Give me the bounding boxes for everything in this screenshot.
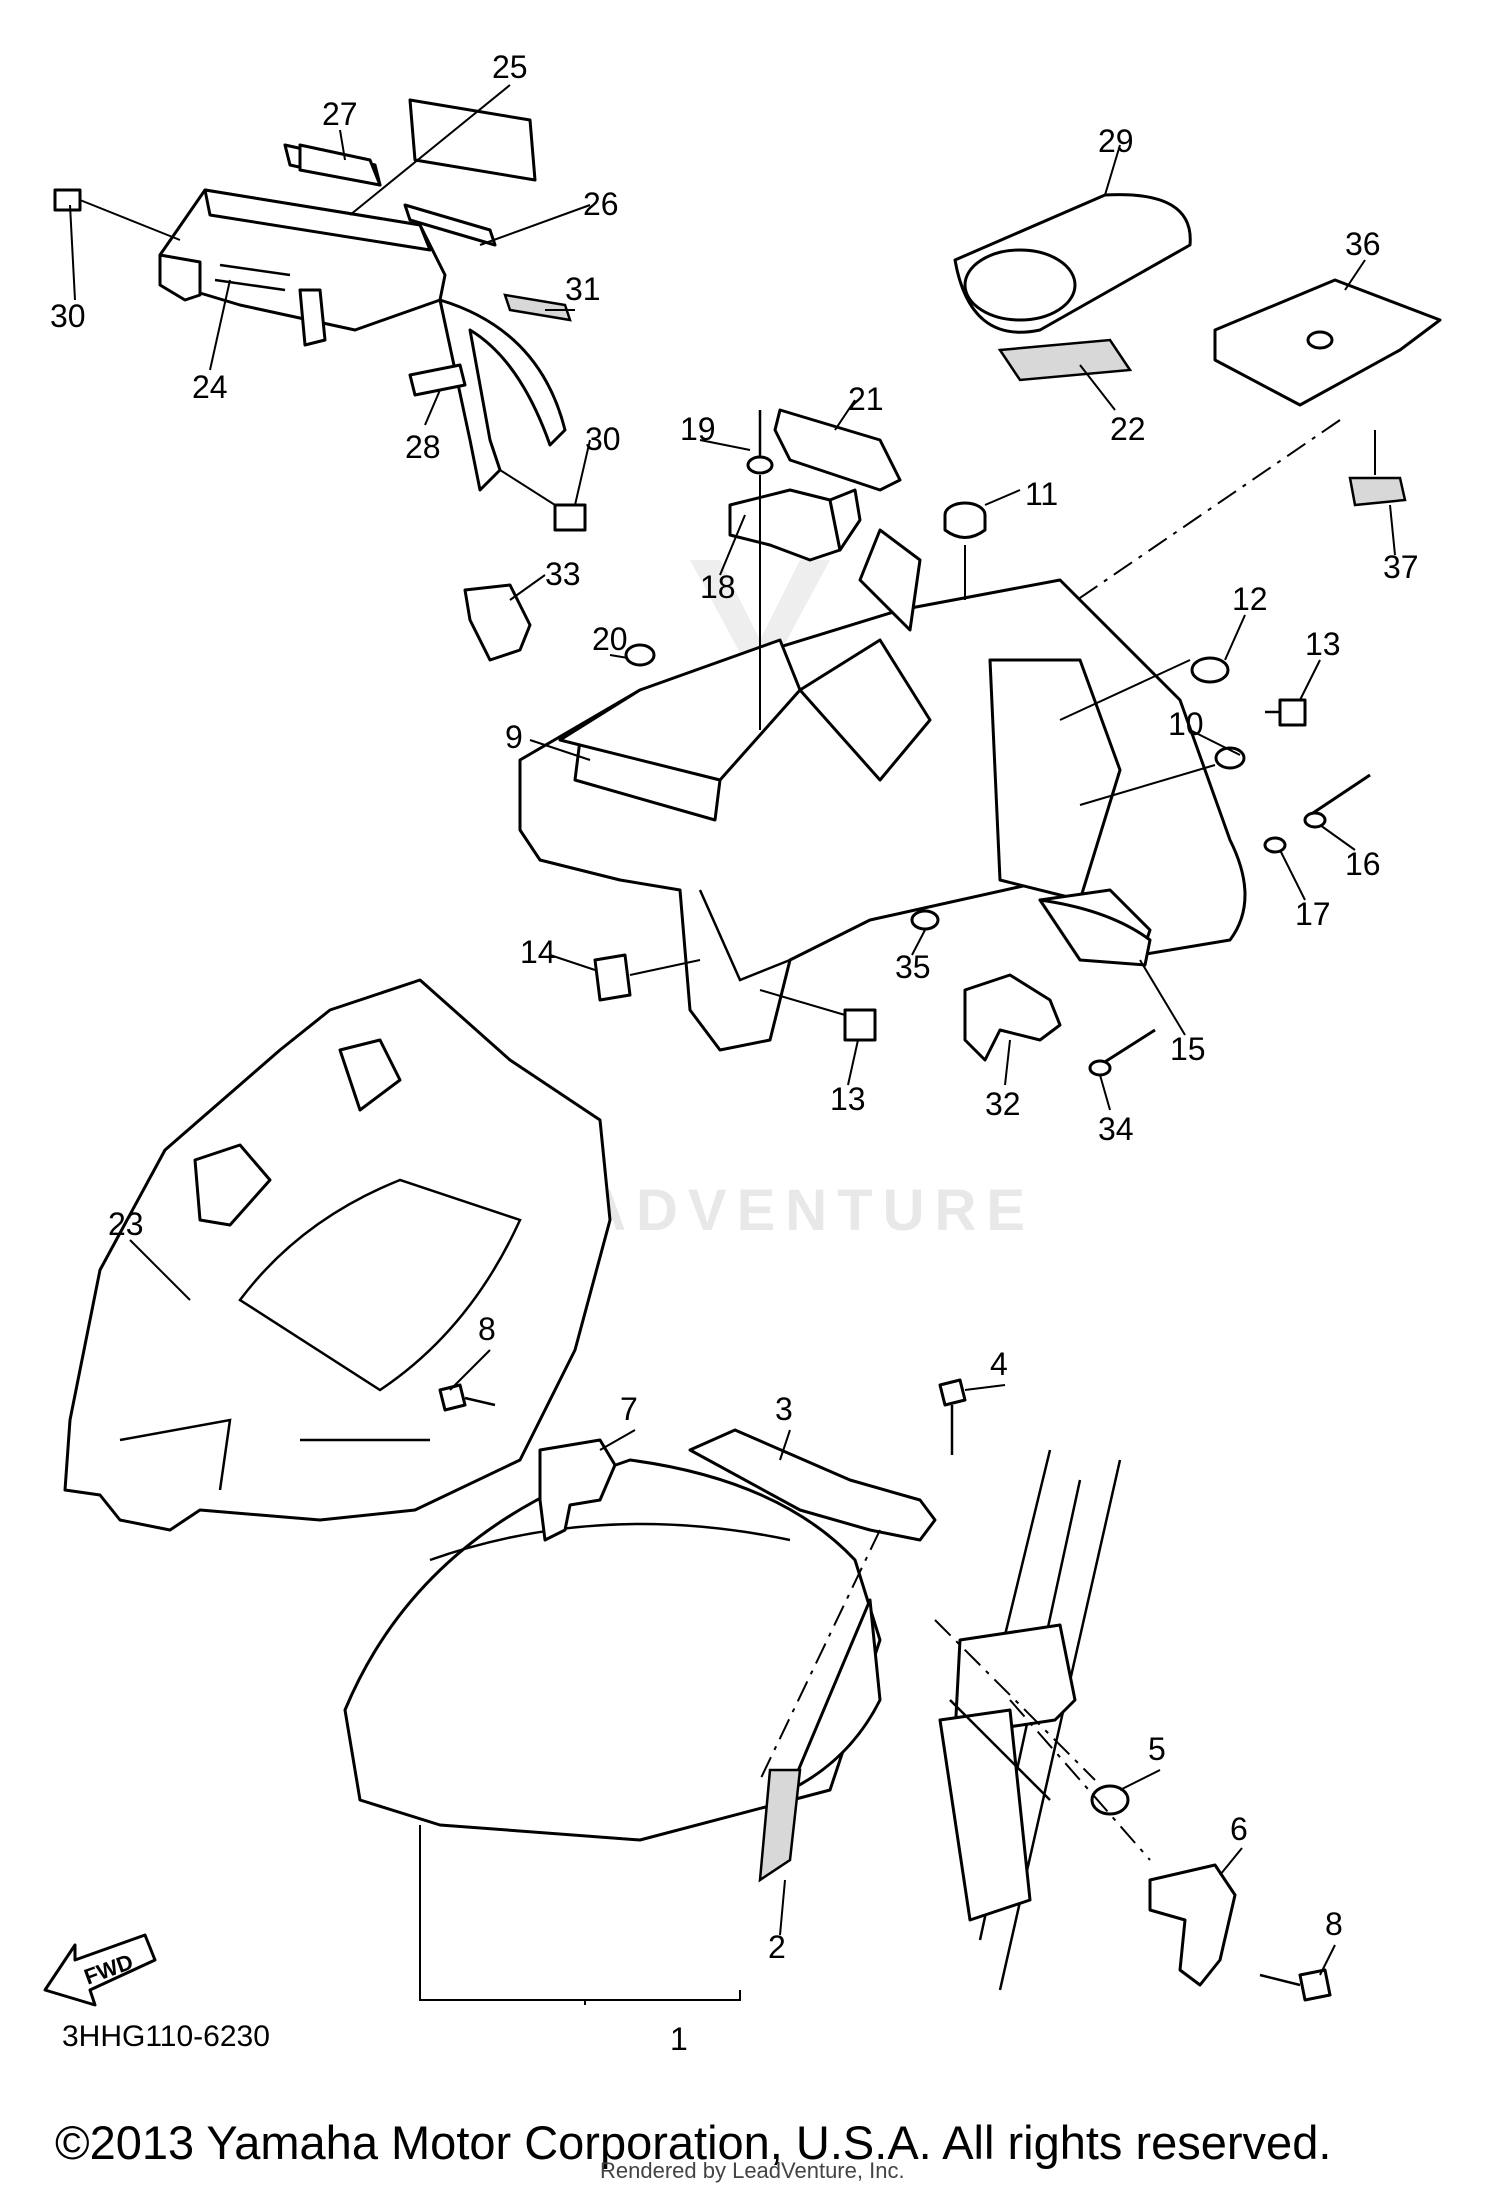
callout-30b: 30 bbox=[585, 421, 621, 457]
callout-14: 14 bbox=[520, 934, 556, 970]
callout-22: 22 bbox=[1110, 411, 1146, 447]
callout-13b: 13 bbox=[830, 1081, 866, 1117]
copyright-notice: ©2013 Yamaha Motor Corporation, U.S.A. A… bbox=[55, 2116, 1332, 2169]
callout-17: 17 bbox=[1295, 896, 1331, 932]
callout-13a: 13 bbox=[1305, 626, 1341, 662]
inner-fender-assembly bbox=[63, 978, 612, 1532]
callout-18: 18 bbox=[700, 569, 736, 605]
callout-33: 33 bbox=[545, 556, 581, 592]
callout-12: 12 bbox=[1232, 581, 1268, 617]
callout-9: 9 bbox=[505, 719, 523, 755]
callout-36: 36 bbox=[1345, 226, 1381, 262]
callout-6: 6 bbox=[1230, 1811, 1248, 1847]
callout-10: 10 bbox=[1168, 706, 1204, 742]
callout-layer: 1 2 3 4 5 6 7 8 8 9 10 11 12 13 13 14 15… bbox=[50, 49, 1419, 2057]
callout-16: 16 bbox=[1345, 846, 1381, 882]
callout-1: 1 bbox=[670, 2021, 688, 2057]
callout-2: 2 bbox=[768, 1929, 786, 1965]
rear-fender-assembly bbox=[463, 408, 1371, 1077]
callout-25: 25 bbox=[492, 49, 528, 85]
seat-assembly bbox=[953, 193, 1442, 681]
callout-4: 4 bbox=[990, 1346, 1008, 1382]
callout-15: 15 bbox=[1170, 1031, 1206, 1067]
callout-29: 29 bbox=[1098, 123, 1134, 159]
callout-37: 37 bbox=[1383, 549, 1419, 585]
callout-24: 24 bbox=[192, 369, 228, 405]
callout-21: 21 bbox=[848, 381, 884, 417]
callout-32: 32 bbox=[985, 1086, 1021, 1122]
front-fender-assembly bbox=[343, 1378, 1332, 2005]
callout-27: 27 bbox=[322, 96, 358, 132]
callout-7: 7 bbox=[620, 1391, 638, 1427]
callout-leaders bbox=[69, 84, 1396, 1976]
render-credit: Rendered by LeadVenture, Inc. bbox=[600, 2158, 905, 2183]
rear-cowl-assembly bbox=[53, 98, 587, 532]
callout-11: 11 bbox=[1025, 476, 1058, 512]
callout-30a: 30 bbox=[50, 298, 86, 334]
callout-5: 5 bbox=[1148, 1731, 1166, 1767]
callout-28: 28 bbox=[405, 429, 441, 465]
callout-26: 26 bbox=[583, 186, 619, 222]
callout-31: 31 bbox=[565, 271, 601, 307]
callout-20: 20 bbox=[592, 621, 628, 657]
fwd-arrow: FWD bbox=[43, 1933, 157, 2007]
diagram-code: 3HHG110-6230 bbox=[62, 2020, 270, 2053]
callout-3: 3 bbox=[775, 1391, 793, 1427]
callout-8b: 8 bbox=[1325, 1906, 1343, 1942]
callout-8a: 8 bbox=[478, 1311, 496, 1347]
callout-34: 34 bbox=[1098, 1111, 1134, 1147]
callout-23: 23 bbox=[108, 1206, 144, 1242]
